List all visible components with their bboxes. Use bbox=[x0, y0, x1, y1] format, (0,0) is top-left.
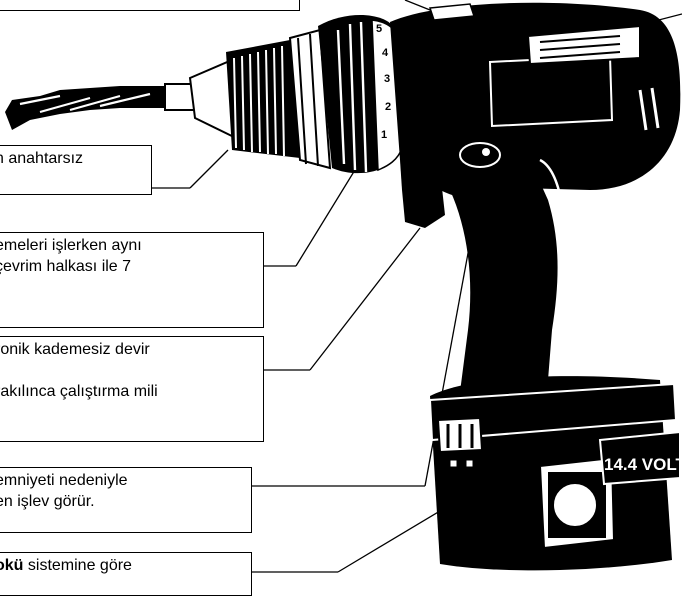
drill-bit bbox=[5, 83, 196, 130]
clutch-number: 5 bbox=[376, 23, 382, 35]
torque-ring bbox=[318, 14, 403, 174]
clutch-number: 4 bbox=[382, 47, 389, 59]
clutch-number: 2 bbox=[385, 101, 391, 113]
clutch-number: 3 bbox=[384, 73, 390, 85]
callout-torque-rings: emeleri işlerken aynı çevrim halkası ile… bbox=[0, 232, 264, 328]
callout-text: ronik kademesiz devir bbox=[0, 341, 150, 358]
callout-text: n anahtarsız bbox=[0, 150, 84, 167]
callout-speed-switch: ronik kademesiz devir rakılınca çalıştır… bbox=[0, 336, 264, 442]
leader-line-rings bbox=[295, 164, 359, 267]
battery-pack: 14.4 VOLT bbox=[428, 376, 682, 571]
cordless-drill-illustration: 14.4 VOLT 1 2 3 4 5 bbox=[5, 0, 682, 573]
callout-battery: okü sistemine göre bbox=[0, 552, 252, 596]
callout-text: okü sistemine göre bbox=[0, 555, 245, 576]
callout-keyless-chuck: n anahtarsız bbox=[0, 145, 152, 195]
callout-text-rest: sistemine göre bbox=[23, 557, 132, 574]
callout-text: emeleri işlerken aynı bbox=[0, 237, 142, 254]
callout-safety: emniyeti nedeniyle en işlev görür. bbox=[0, 467, 252, 533]
clutch-number: 1 bbox=[381, 129, 387, 141]
callout-text: emniyeti nedeniyle bbox=[0, 472, 128, 489]
callout-text: çevrim halkası ile 7 bbox=[0, 258, 132, 275]
callout-text: en işlev görür. bbox=[0, 493, 95, 510]
callout-top bbox=[0, 0, 300, 11]
leader-line-chuck bbox=[189, 149, 229, 189]
battery-voltage-label: 14.4 VOLT bbox=[604, 455, 682, 474]
keyless-chuck bbox=[188, 28, 332, 170]
callout-bold-text: okü bbox=[0, 557, 24, 574]
leader-line-battery bbox=[337, 504, 451, 573]
callout-text: rakılınca çalıştırma mili bbox=[0, 383, 158, 400]
handle-and-trigger bbox=[400, 142, 568, 392]
leader-line-switch bbox=[309, 227, 421, 371]
